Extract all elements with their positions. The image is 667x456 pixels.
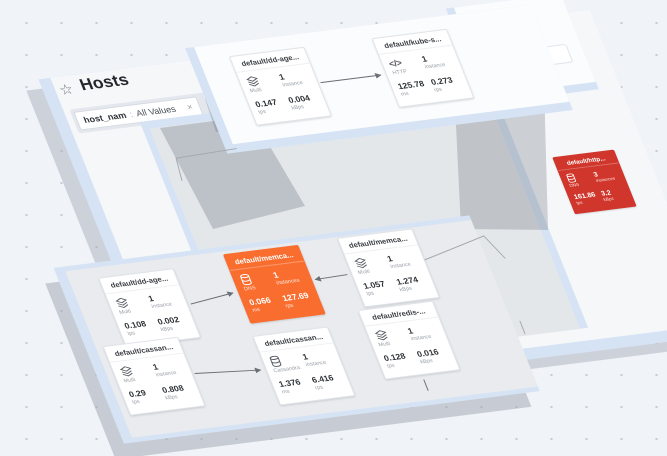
http-icon: </> — [387, 58, 404, 70]
instance-label: instance — [281, 80, 305, 89]
instance-label: instances — [595, 176, 617, 184]
multi-icon — [114, 297, 131, 310]
star-icon[interactable]: ☆ — [56, 81, 77, 99]
metric-unit: kBps — [602, 196, 615, 203]
metric-unit: rps — [284, 302, 295, 310]
service-type-label: Multi — [377, 341, 392, 349]
cassandra-icon — [268, 355, 283, 367]
service-type-label: Multi — [118, 308, 133, 316]
metric-unit: rps — [433, 86, 444, 94]
metric-unit: tps — [131, 399, 141, 406]
filter-value: All Values — [134, 104, 178, 119]
metric-value: 0.016 — [415, 346, 441, 359]
metric-unit: rps — [314, 384, 325, 392]
service-type-label: DNS — [243, 285, 257, 293]
metric-value: 0.002 — [155, 314, 181, 327]
multi-icon — [373, 329, 390, 342]
instance-label: instance — [389, 261, 413, 270]
metric-unit: kBps — [419, 358, 434, 366]
metric-value: 125.78 — [396, 78, 426, 92]
metric-unit: kBps — [290, 104, 306, 112]
metric-value: 161.86 — [572, 190, 597, 201]
service-type-label: DNS — [568, 182, 581, 189]
metric-unit: kBps — [398, 285, 414, 294]
dns-icon — [565, 173, 578, 183]
metric-value: 0.128 — [382, 351, 407, 363]
metric-value: 0.147 — [253, 97, 279, 110]
metric-value: 0.273 — [429, 74, 455, 87]
instance-label: instance — [155, 370, 178, 379]
metric-unit: tps — [575, 200, 584, 206]
metric-unit: tps — [126, 330, 137, 338]
multi-icon — [352, 257, 369, 270]
metric-value: 1.274 — [394, 274, 420, 287]
metric-value: 127.69 — [280, 290, 311, 303]
metric-unit: tps — [257, 109, 268, 116]
metric-value: 1.057 — [361, 278, 387, 291]
metric-value: 1.376 — [277, 376, 302, 389]
metric-value: 3.2 — [599, 188, 613, 198]
service-type-label: Multi — [357, 268, 371, 276]
metric-unit: kBps — [164, 394, 179, 402]
metric-unit: tps — [365, 290, 376, 298]
filter-colon: : — [128, 109, 135, 120]
filter-key: host_nam — [82, 110, 128, 125]
metric-value: 6.416 — [310, 372, 335, 385]
metric-unit: ms — [251, 307, 262, 314]
instance-label: instance — [410, 334, 433, 343]
metric-value: 0.066 — [247, 295, 273, 308]
metric-unit: ms — [281, 388, 291, 396]
instance-label: instance — [424, 62, 447, 71]
metric-unit: kBps — [159, 325, 175, 333]
multi-icon — [244, 75, 261, 88]
filter-clear-icon[interactable]: × — [185, 101, 195, 112]
hosts-panel-title: Hosts — [76, 70, 132, 95]
multi-icon — [118, 365, 135, 378]
metric-unit: ms — [400, 91, 410, 98]
metric-unit: tps — [386, 362, 396, 370]
service-type-label: Multi — [122, 377, 137, 385]
metric-value: 0.004 — [286, 92, 312, 105]
metric-value: 0.29 — [127, 387, 148, 400]
dns-icon — [238, 273, 253, 286]
service-type-label: Multi — [249, 87, 263, 95]
instance-label: instance — [150, 301, 174, 310]
instance-label: instance — [305, 359, 328, 369]
metric-value: 0.108 — [122, 318, 148, 331]
service-type-label: HTTP — [391, 68, 409, 77]
metric-value: 0.808 — [160, 382, 186, 395]
